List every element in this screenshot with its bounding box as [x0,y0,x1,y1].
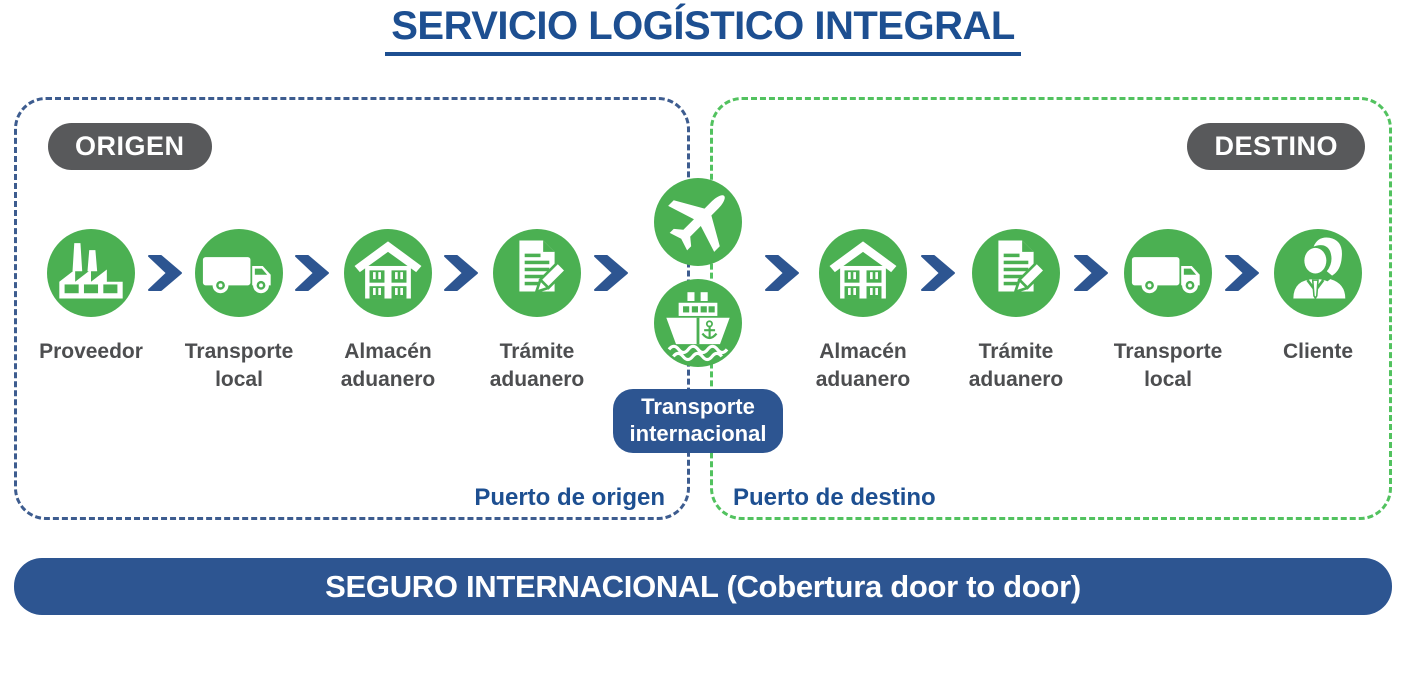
destination-port-label: Puerto de destino [733,484,936,511]
step-label: Transporte local [1113,340,1223,392]
destination-badge: DESTINO [1187,123,1365,170]
factory-icon [47,229,135,317]
step-label: Almacén aduanero [815,340,911,392]
step-almacen-aduanero-origen: Almacén aduanero [313,229,463,395]
step-label: Cliente [1282,340,1353,363]
international-transport-pill: Transporte internacional [613,389,783,453]
truck-icon [1124,229,1212,317]
step-almacen-aduanero-destino: Almacén aduanero [788,229,938,395]
insurance-bar: SEGURO INTERNACIONAL (Cobertura door to … [14,558,1392,615]
chevron-right-icon [919,253,959,293]
step-label: Almacén aduanero [340,340,436,392]
step-label: Trámite aduanero [489,340,585,392]
chevron-right-icon [592,253,632,293]
chevron-right-icon [146,253,186,293]
chevron-right-icon [1072,253,1112,293]
chevron-right-icon [293,253,333,293]
truck-icon [195,229,283,317]
origin-port-label: Puerto de origen [474,484,665,511]
warehouse-icon [344,229,432,317]
insurance-bar-label: SEGURO INTERNACIONAL (Cobertura door to … [325,568,1081,604]
step-tramite-aduanero-destino: Trámite aduanero [941,229,1091,395]
chevron-right-icon [1223,253,1263,293]
page-title: SERVICIO LOGÍSTICO INTEGRAL [0,4,1406,56]
chevron-right-icon [442,253,482,293]
step-transporte-local-destino: Transporte local [1093,229,1243,395]
international-transport-label: Transporte internacional [629,394,767,446]
cargo-ship-icon [654,279,742,367]
document-pencil-icon [972,229,1060,317]
step-proveedor: Proveedor [16,229,166,366]
step-label: Transporte local [184,340,294,392]
warehouse-icon [819,229,907,317]
chevron-right-icon [763,253,803,293]
step-label: Trámite aduanero [968,340,1064,392]
origin-badge: ORIGEN [48,123,212,170]
step-tramite-aduanero-origen: Trámite aduanero [462,229,612,395]
step-transporte-local-origen: Transporte local [164,229,314,395]
page-title-text: SERVICIO LOGÍSTICO INTEGRAL [385,4,1021,56]
document-pencil-icon [493,229,581,317]
customer-icon [1274,229,1362,317]
step-label: Proveedor [39,340,143,363]
step-cliente: Cliente [1243,229,1393,366]
airplane-icon [654,178,742,266]
